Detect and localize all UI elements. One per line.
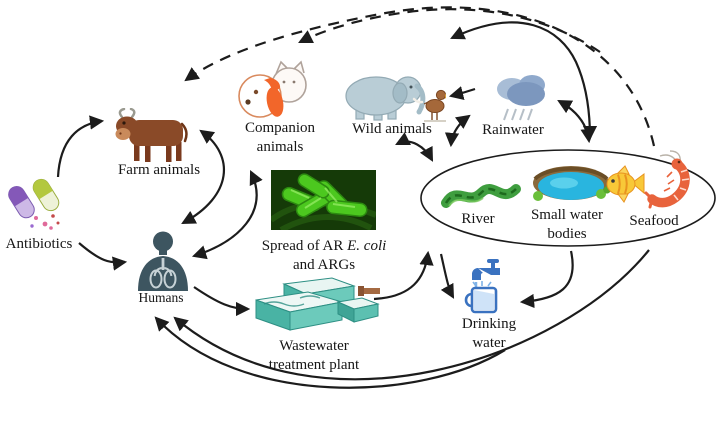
arrow-rainwater-oval-left (444, 114, 471, 148)
arrow-oval-to-drinking-water (439, 253, 455, 299)
arrow-rainwater-to-wild-animals (448, 86, 476, 100)
small-water-bodies-label: Small water bodies (530, 207, 604, 242)
arrow-seafood-to-humans (173, 249, 650, 381)
arrow-oval-top-animals (450, 21, 598, 141)
faucet-and-cup-icon (464, 259, 500, 314)
arrow-humans-to-wwtp (193, 286, 251, 317)
spread-caption: Spread of AR E. coli and ARGs (261, 238, 387, 273)
wastewater-plant-label: Wastewater treatment plant (268, 338, 360, 373)
arrow-rainwater-oval-right (557, 99, 595, 144)
pill-capsules-icon (8, 178, 60, 230)
human-lungs-icon (138, 231, 188, 291)
water-bodies-oval (420, 149, 716, 247)
rainwater-label: Rainwater (482, 122, 544, 138)
drinking-water-label: Drinking water (461, 316, 517, 351)
antibiotics-label: Antibiotics (5, 236, 73, 252)
humans-label: Humans (138, 290, 184, 305)
arrow-drinking-water-to-humans (154, 316, 506, 389)
arrow-wwtp-to-oval (373, 250, 434, 301)
farm-animals-label: Farm animals (117, 162, 201, 178)
wild-animals-label: Wild animals (352, 121, 432, 137)
river-label: River (461, 211, 495, 227)
arrow-small-water-bodies-to-drinking-water (519, 250, 574, 309)
arrow-wild-animals-oval (395, 132, 434, 162)
seafood-label: Seafood (629, 213, 679, 229)
river-icon (441, 184, 521, 208)
dashed-arrow-water-to-farm-animals (184, 6, 656, 147)
elephant-and-bird-icon (345, 76, 446, 122)
arrow-antibiotics-to-humans (78, 242, 128, 271)
treatment-plant-icon (255, 277, 380, 331)
shrimp-icon (644, 150, 690, 209)
rain-cloud-icon (497, 75, 545, 121)
e-coli-bacteria-image (271, 170, 376, 230)
dashed-arrow-water-to-companion-animals (298, 8, 601, 53)
dog-and-cat-icon (238, 60, 307, 118)
pond-icon (533, 166, 611, 201)
arrow-companion-animals-humans (191, 170, 263, 260)
cow-icon (115, 108, 188, 162)
arrow-antibiotics-to-farm-animals (56, 115, 105, 178)
fish-icon (606, 165, 645, 203)
companion-animals-label: Companion animals (245, 120, 315, 155)
